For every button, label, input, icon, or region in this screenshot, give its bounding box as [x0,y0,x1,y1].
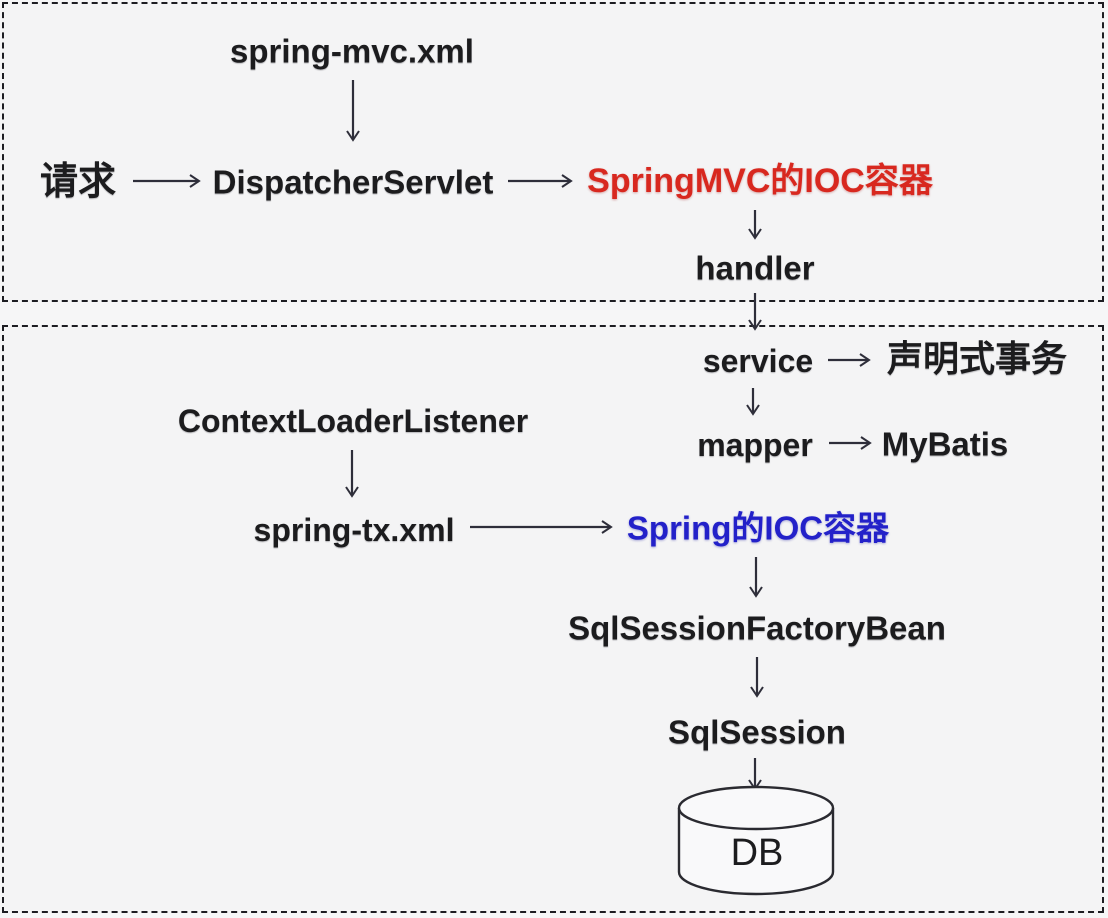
node-sql-session: SqlSession [668,713,846,751]
node-context-loader-listener: ContextLoaderListener [177,403,529,439]
node-handler: handler [695,249,815,287]
node-mapper: mapper [697,427,813,463]
node-request: 请求 [39,161,117,203]
spring-container-box [2,325,1104,913]
node-spring-ioc-container: Spring的IOC容器 [626,509,890,547]
node-dispatcher-servlet: DispatcherServlet [212,163,494,201]
node-spring-tx-xml: spring-tx.xml [253,512,455,548]
node-mybatis: MyBatis [881,425,1009,463]
node-sql-session-factory-bean: SqlSessionFactoryBean [568,609,946,647]
node-service: service [702,343,814,379]
node-springmvc-ioc-container: SpringMVC的IOC容器 [587,162,933,200]
node-spring-mvc-xml: spring-mvc.xml [230,32,474,70]
node-declarative-transaction: 声明式事务 [886,338,1068,379]
node-db-label: DB [730,832,784,874]
springmvc-container-box [2,2,1104,302]
